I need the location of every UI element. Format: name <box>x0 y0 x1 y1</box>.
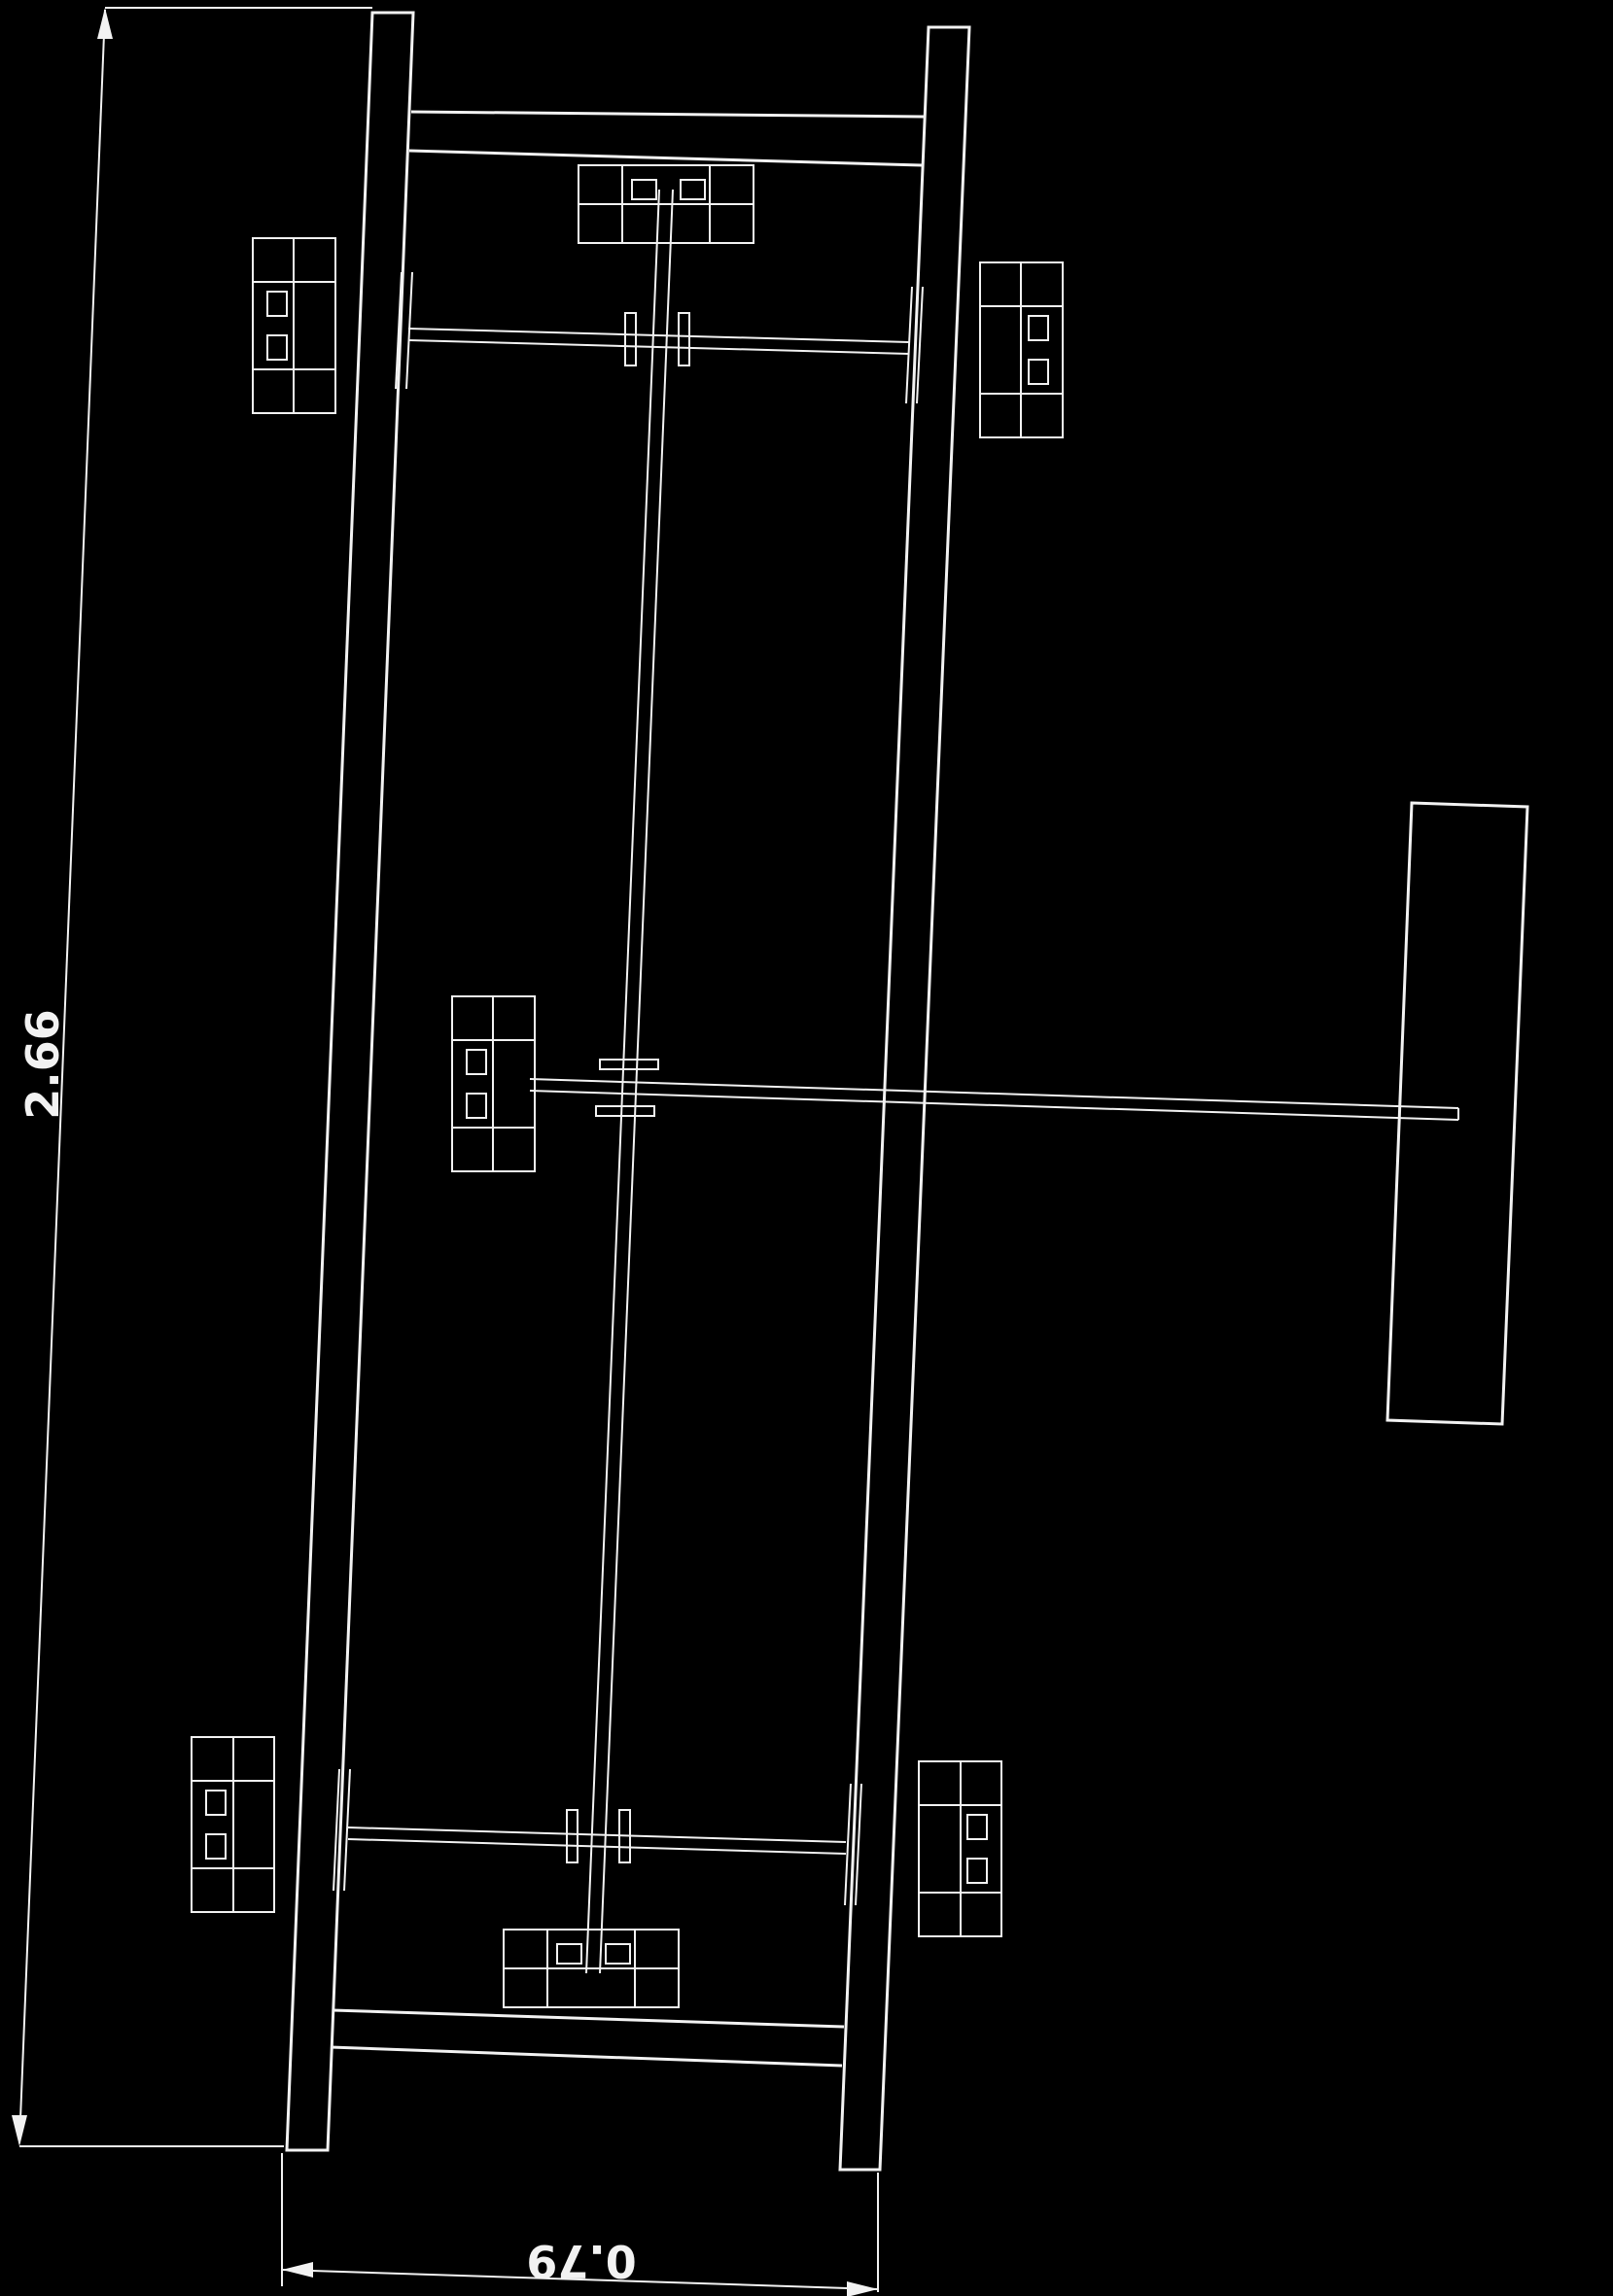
width-dimension-label: 0.79 <box>526 2235 637 2287</box>
wheel-block-lower-left <box>191 1736 275 1913</box>
wheel-block-bottom <box>503 1929 680 2008</box>
bottom-cross-member <box>330 2008 845 2068</box>
top-cross-member <box>408 110 925 167</box>
width-dimension-line <box>281 2153 879 2296</box>
wheel-block-middle <box>451 995 536 1172</box>
middle-shaft <box>529 1059 1459 1121</box>
left-frame-rail <box>285 11 415 2152</box>
wheel-block-upper-right <box>979 261 1064 438</box>
wheel-block-top <box>578 164 754 244</box>
right-side-box <box>1385 801 1529 1426</box>
wheel-block-upper-left <box>252 237 336 414</box>
arrow-right-icon <box>847 2281 878 2296</box>
length-dimension-line <box>12 7 372 2147</box>
arrow-bottom-icon <box>12 2115 27 2146</box>
arrow-top-icon <box>97 8 113 39</box>
arrow-left-icon <box>282 2262 313 2278</box>
right-frame-rail <box>838 25 971 2172</box>
wheel-block-lower-right <box>918 1760 1002 1937</box>
lower-axle <box>333 1768 862 1906</box>
upper-axle <box>395 271 924 404</box>
length-dimension-label: 2.66 <box>17 1009 69 1120</box>
